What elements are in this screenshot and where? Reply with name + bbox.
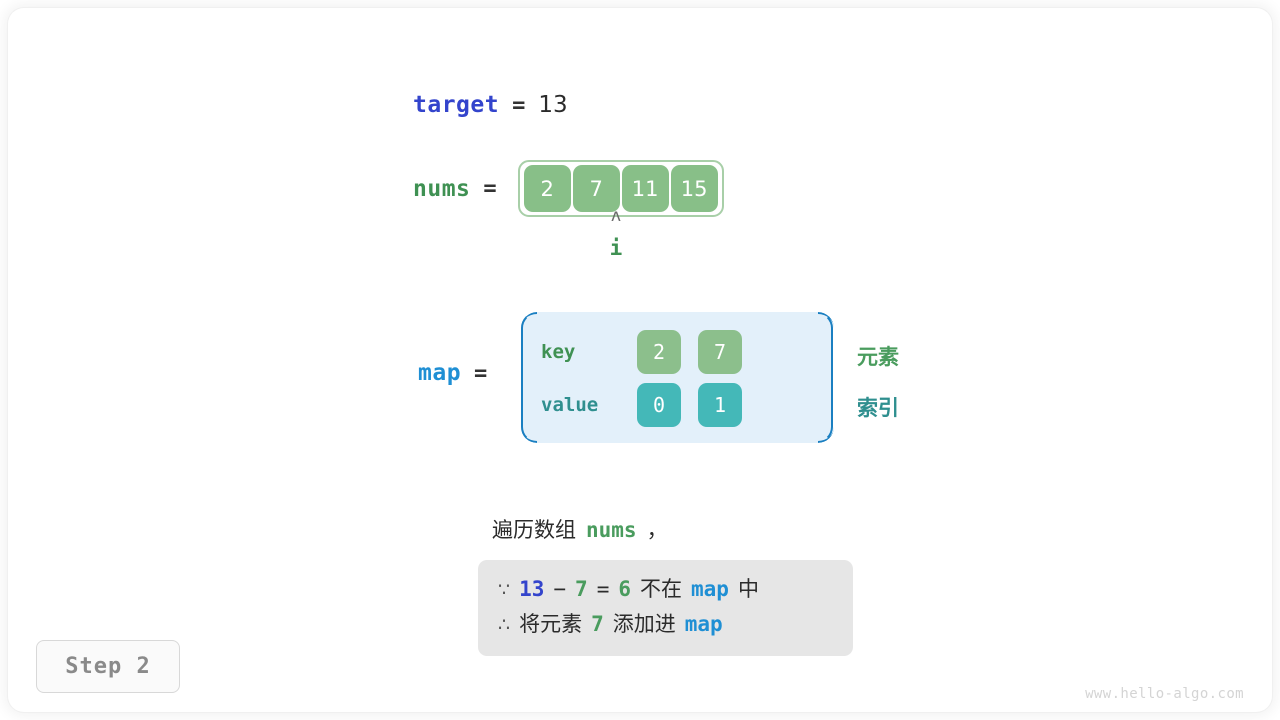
map-key-cell: 7 bbox=[698, 330, 742, 374]
therefore-symbol: ∴ bbox=[498, 614, 511, 636]
caption-text-after: ， bbox=[646, 518, 668, 542]
nums-array-container: 2 7 11 15 bbox=[517, 160, 724, 217]
reasoning-line-2: ∴ 将元素 7 添加进 map bbox=[498, 607, 833, 642]
map-value-cell: 0 bbox=[637, 383, 681, 427]
map-value-row-label: value bbox=[541, 394, 599, 416]
side-label-element: 元素 bbox=[857, 345, 899, 369]
target-value: 13 bbox=[538, 92, 568, 118]
map-row: map = bbox=[418, 360, 487, 386]
side-label-index: 索引 bbox=[857, 396, 899, 420]
map-equals-sign: = bbox=[474, 360, 488, 386]
reason-minus: − bbox=[553, 577, 567, 601]
step-badge-label: Step 2 bbox=[65, 654, 151, 679]
map-key-row-label: key bbox=[541, 341, 576, 363]
nums-row: nums = 2 7 11 15 bbox=[413, 160, 724, 217]
index-pointer-group: ʌ i bbox=[596, 207, 636, 263]
nums-variable-label: nums bbox=[413, 175, 471, 202]
array-cell: 7 bbox=[572, 165, 620, 212]
reason-mid-text: 不在 bbox=[640, 577, 683, 601]
reason-equals: = bbox=[596, 577, 610, 601]
caption-line: 遍历数组 nums ， bbox=[492, 514, 668, 544]
target-equals-sign: = bbox=[512, 93, 526, 118]
reasoning-line-1: ∵ 13 − 7 = 6 不在 map 中 bbox=[498, 572, 833, 607]
array-cell: 11 bbox=[621, 165, 669, 212]
reason2-mid-text: 添加进 bbox=[612, 612, 676, 636]
map-value-cell: 1 bbox=[698, 383, 742, 427]
pointer-caret-icon: ʌ bbox=[610, 206, 622, 226]
target-row: target = 13 bbox=[413, 92, 568, 118]
reason2-number: 7 bbox=[591, 612, 604, 636]
pointer-variable-label: i bbox=[609, 236, 623, 260]
array-cell: 15 bbox=[670, 165, 718, 212]
reason-operand: 7 bbox=[575, 577, 588, 601]
caption-code-nums: nums bbox=[586, 518, 637, 542]
reason-target: 13 bbox=[519, 577, 545, 601]
caption-text-before: 遍历数组 bbox=[492, 518, 576, 542]
because-symbol: ∵ bbox=[498, 579, 511, 601]
array-cell: 2 bbox=[523, 165, 571, 212]
nums-equals-sign: = bbox=[483, 176, 497, 201]
watermark: www.hello-algo.com bbox=[1085, 686, 1244, 702]
target-variable-label: target bbox=[413, 92, 500, 118]
map-variable-label: map bbox=[418, 360, 462, 386]
map-key-cell: 2 bbox=[637, 330, 681, 374]
reason2-code-map: map bbox=[684, 612, 723, 636]
reason2-lead-text: 将元素 bbox=[519, 612, 583, 636]
step-badge: Step 2 bbox=[36, 640, 180, 693]
reason-code-map: map bbox=[691, 577, 729, 601]
reason-result: 6 bbox=[618, 577, 632, 601]
map-container: key value 2 7 0 1 bbox=[521, 312, 833, 443]
reasoning-box: ∵ 13 − 7 = 6 不在 map 中 ∴ 将元素 7 添加进 map bbox=[478, 560, 853, 656]
reason-tail-text: 中 bbox=[737, 577, 759, 601]
